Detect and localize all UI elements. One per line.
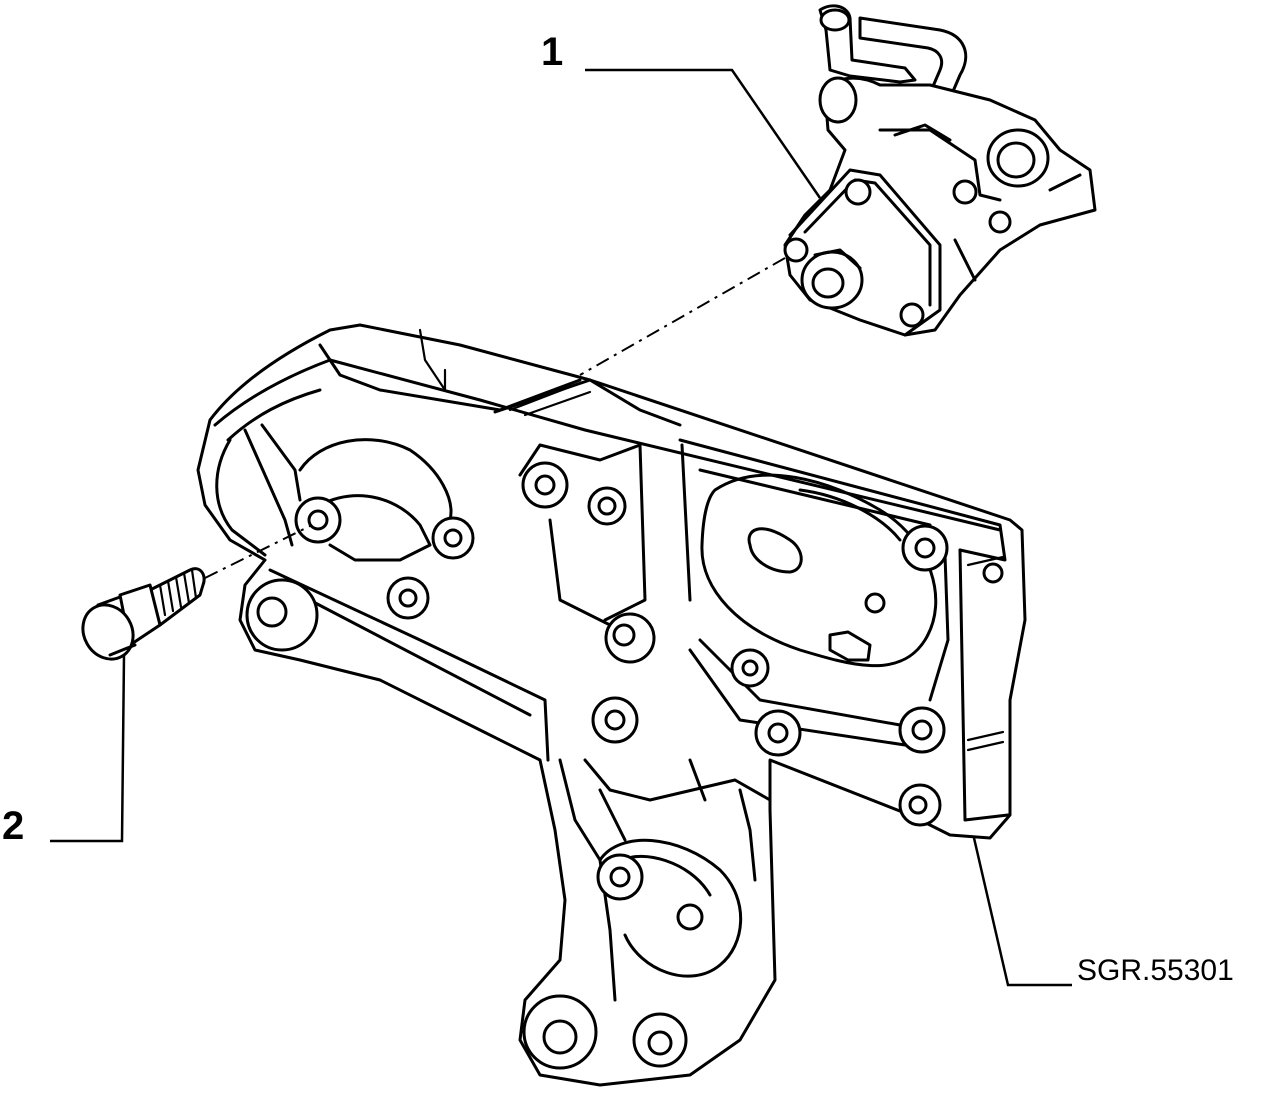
leader-line-reference [972,837,1072,987]
bracket-holes [245,461,1004,1070]
leader-line-2 [50,654,126,843]
leader-line-1 [585,68,822,199]
pump-part-1 [783,4,1097,337]
bolt-part-2 [81,567,206,661]
assembly-axis-pump [579,257,786,376]
callout-2-label: 2 [2,804,25,848]
assembly-axis-bolt [204,524,313,579]
drawing-reference-code: SGR.55301 [1077,954,1234,987]
callout-1-label: 1 [541,30,564,74]
mounting-bracket [196,323,1027,1087]
